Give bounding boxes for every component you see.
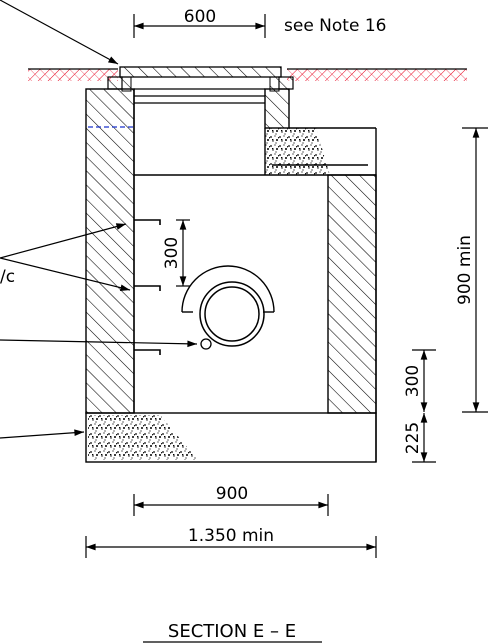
leader-lines xyxy=(0,0,198,439)
dimension-base: 225 xyxy=(403,413,436,463)
pipe-section xyxy=(181,265,275,350)
cover-width-label: 600 xyxy=(184,7,216,27)
dimension-cover: 600 see Note 16 xyxy=(133,7,386,38)
dimension-internal-width: 900 xyxy=(133,484,329,516)
base-thickness-label: 225 xyxy=(403,422,423,454)
external-width-label: 1.350 min xyxy=(188,526,274,546)
internal-width-label: 900 xyxy=(216,484,248,504)
manhole-cover xyxy=(107,66,294,104)
ground-surface xyxy=(28,68,467,81)
cover-note-label: see Note 16 xyxy=(284,16,386,36)
step-irons xyxy=(134,219,161,355)
section-title-text: SECTION E – E xyxy=(168,621,296,642)
dimension-step-spacing: 300 xyxy=(162,219,190,287)
dimension-depth: 900 min xyxy=(455,127,488,413)
step-spacing-label: 300 xyxy=(162,237,182,269)
chamber-walls xyxy=(85,88,377,463)
dimension-pipe-height: 300 xyxy=(403,349,436,412)
dimension-external-width: 1.350 min xyxy=(85,526,377,558)
depth-label: 900 min xyxy=(455,235,475,305)
section-title: SECTION E – E xyxy=(143,621,322,643)
concrete-fill xyxy=(88,128,368,460)
step-note-fragment: /c xyxy=(0,267,15,287)
pipe-height-label: 300 xyxy=(403,365,423,397)
